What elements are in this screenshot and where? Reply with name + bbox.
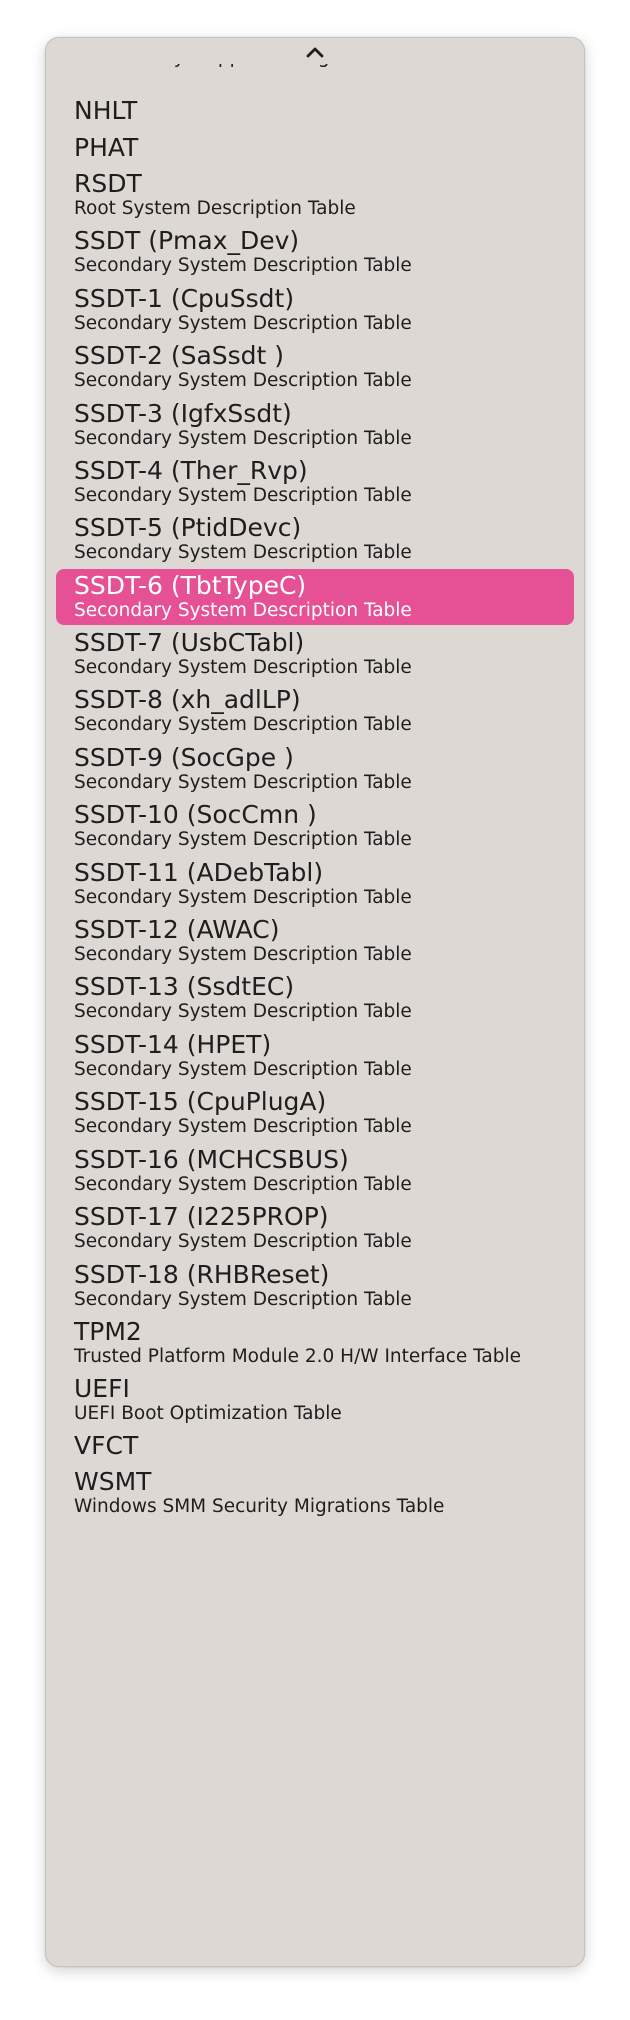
menu-item-description: Secondary System Description Table (74, 485, 412, 506)
menu-item-title: SSDT-13 (SsdtEC) (74, 972, 295, 1001)
menu-item-description: Secondary System Description Table (74, 657, 412, 678)
menu-item-description: Secondary System Description Table (74, 370, 412, 391)
scroll-up-indicator[interactable] (46, 38, 584, 64)
menu-item[interactable]: SSDT-6 (TbtTypeC)Secondary System Descri… (56, 569, 574, 625)
menu-item-title: UEFI (74, 1374, 130, 1403)
menu-item-title: SSDT-17 (I225PROP) (74, 1202, 329, 1231)
menu-item[interactable]: SSDT-16 (MCHCSBUS)Secondary System Descr… (56, 1143, 574, 1199)
menu-item-description: Trusted Platform Module 2.0 H/W Interfac… (74, 1346, 522, 1367)
menu-item-title: SSDT-3 (IgfxSsdt) (74, 399, 292, 428)
menu-item-description: Secondary System Description Table (74, 1174, 412, 1195)
menu-item[interactable]: SSDT-10 (SocCmn )Secondary System Descri… (56, 798, 574, 854)
menu-item[interactable]: SSDT-1 (CpuSsdt)Secondary System Descrip… (56, 282, 574, 338)
menu-item-description: Secondary System Description Table (74, 1231, 412, 1252)
menu-item-title: SSDT-2 (SaSsdt ) (74, 341, 285, 370)
menu-item-title: RSDT (74, 169, 142, 198)
menu-item[interactable]: NHLT (56, 93, 574, 129)
menu-item[interactable]: SSDT-18 (RHBReset)Secondary System Descr… (56, 1258, 574, 1314)
menu-item-title: SSDT (Pmax_Dev) (74, 226, 300, 255)
menu-item[interactable]: SSDT-13 (SsdtEC)Secondary System Descrip… (56, 970, 574, 1026)
menu-item-title: NHLT (74, 96, 138, 125)
menu-item-title: SSDT-1 (CpuSsdt) (74, 284, 295, 313)
menu-item-title: SSDT-9 (SocGpe ) (74, 743, 294, 772)
menu-item[interactable]: SSDT-15 (CpuPlugA)Secondary System Descr… (56, 1085, 574, 1141)
menu-item-description: Secondary System Description Table (74, 600, 412, 621)
menu-item[interactable]: SSDT-8 (xh_adlLP)Secondary System Descri… (56, 683, 574, 739)
menu-item-description: Secondary System Description Table (74, 1289, 412, 1310)
menu-item[interactable]: VFCT (56, 1428, 574, 1464)
menu-item-description: Secondary System Description Table (74, 829, 412, 850)
menu-item-title: SSDT-15 (CpuPlugA) (74, 1087, 327, 1116)
menu-item-description: Secondary System Description Table (74, 1059, 412, 1080)
menu-item-description: Secondary System Description Table (74, 714, 412, 735)
menu-item-title: PHAT (74, 133, 139, 162)
menu-item-title: WSMT (74, 1467, 152, 1496)
menu-item[interactable]: SSDT (Pmax_Dev)Secondary System Descript… (56, 224, 574, 280)
acpi-table-popup-menu: MCFGPCI Memory Mapped Configuration Tabl… (45, 37, 585, 1967)
menu-item[interactable]: SSDT-3 (IgfxSsdt)Secondary System Descri… (56, 397, 574, 453)
menu-item-description: Secondary System Description Table (74, 887, 412, 908)
menu-item-title: SSDT-8 (xh_adlLP) (74, 685, 301, 714)
menu-item-description: UEFI Boot Optimization Table (74, 1403, 342, 1424)
menu-item[interactable]: SSDT-2 (SaSsdt )Secondary System Descrip… (56, 339, 574, 395)
menu-item-title: VFCT (74, 1431, 139, 1460)
menu-item-title: SSDT-14 (HPET) (74, 1030, 272, 1059)
menu-item-description: Secondary System Description Table (74, 1116, 412, 1137)
menu-item[interactable]: PHAT (56, 130, 574, 166)
menu-item-list: MCFGPCI Memory Mapped Configuration Tabl… (46, 38, 584, 1966)
menu-item-title: SSDT-11 (ADebTabl) (74, 858, 324, 887)
menu-item[interactable]: SSDT-17 (I225PROP)Secondary System Descr… (56, 1200, 574, 1256)
menu-item[interactable]: SSDT-14 (HPET)Secondary System Descripti… (56, 1028, 574, 1084)
menu-item-description: Secondary System Description Table (74, 1001, 412, 1022)
menu-item-description: Secondary System Description Table (74, 313, 412, 334)
menu-item-description: Secondary System Description Table (74, 428, 412, 449)
menu-item-description: Secondary System Description Table (74, 772, 412, 793)
menu-item-title: SSDT-5 (PtidDevc) (74, 513, 302, 542)
menu-item-title: SSDT-4 (Ther_Rvp) (74, 456, 308, 485)
menu-item-title: SSDT-6 (TbtTypeC) (74, 571, 307, 600)
menu-item-description: Secondary System Description Table (74, 255, 412, 276)
menu-item-description: Windows SMM Security Migrations Table (74, 1496, 445, 1517)
menu-item-description: Root System Description Table (74, 198, 356, 219)
menu-item-title: SSDT-7 (UsbCTabl) (74, 628, 305, 657)
menu-item-title: SSDT-10 (SocCmn ) (74, 800, 317, 829)
menu-item[interactable]: SSDT-7 (UsbCTabl)Secondary System Descri… (56, 626, 574, 682)
chevron-up-icon (305, 46, 325, 58)
menu-item-title: SSDT-12 (AWAC) (74, 915, 280, 944)
menu-item-description: Secondary System Description Table (74, 944, 412, 965)
menu-item[interactable]: SSDT-5 (PtidDevc)Secondary System Descri… (56, 511, 574, 567)
menu-item-title: SSDT-18 (RHBReset) (74, 1260, 330, 1289)
menu-item-description: Secondary System Description Table (74, 542, 412, 563)
menu-item[interactable]: SSDT-11 (ADebTabl)Secondary System Descr… (56, 856, 574, 912)
menu-item[interactable]: SSDT-9 (SocGpe )Secondary System Descrip… (56, 741, 574, 797)
menu-item[interactable]: SSDT-12 (AWAC)Secondary System Descripti… (56, 913, 574, 969)
menu-item-title: TPM2 (74, 1317, 142, 1346)
menu-item[interactable]: SSDT-4 (Ther_Rvp)Secondary System Descri… (56, 454, 574, 510)
menu-item-title: SSDT-16 (MCHCSBUS) (74, 1145, 349, 1174)
